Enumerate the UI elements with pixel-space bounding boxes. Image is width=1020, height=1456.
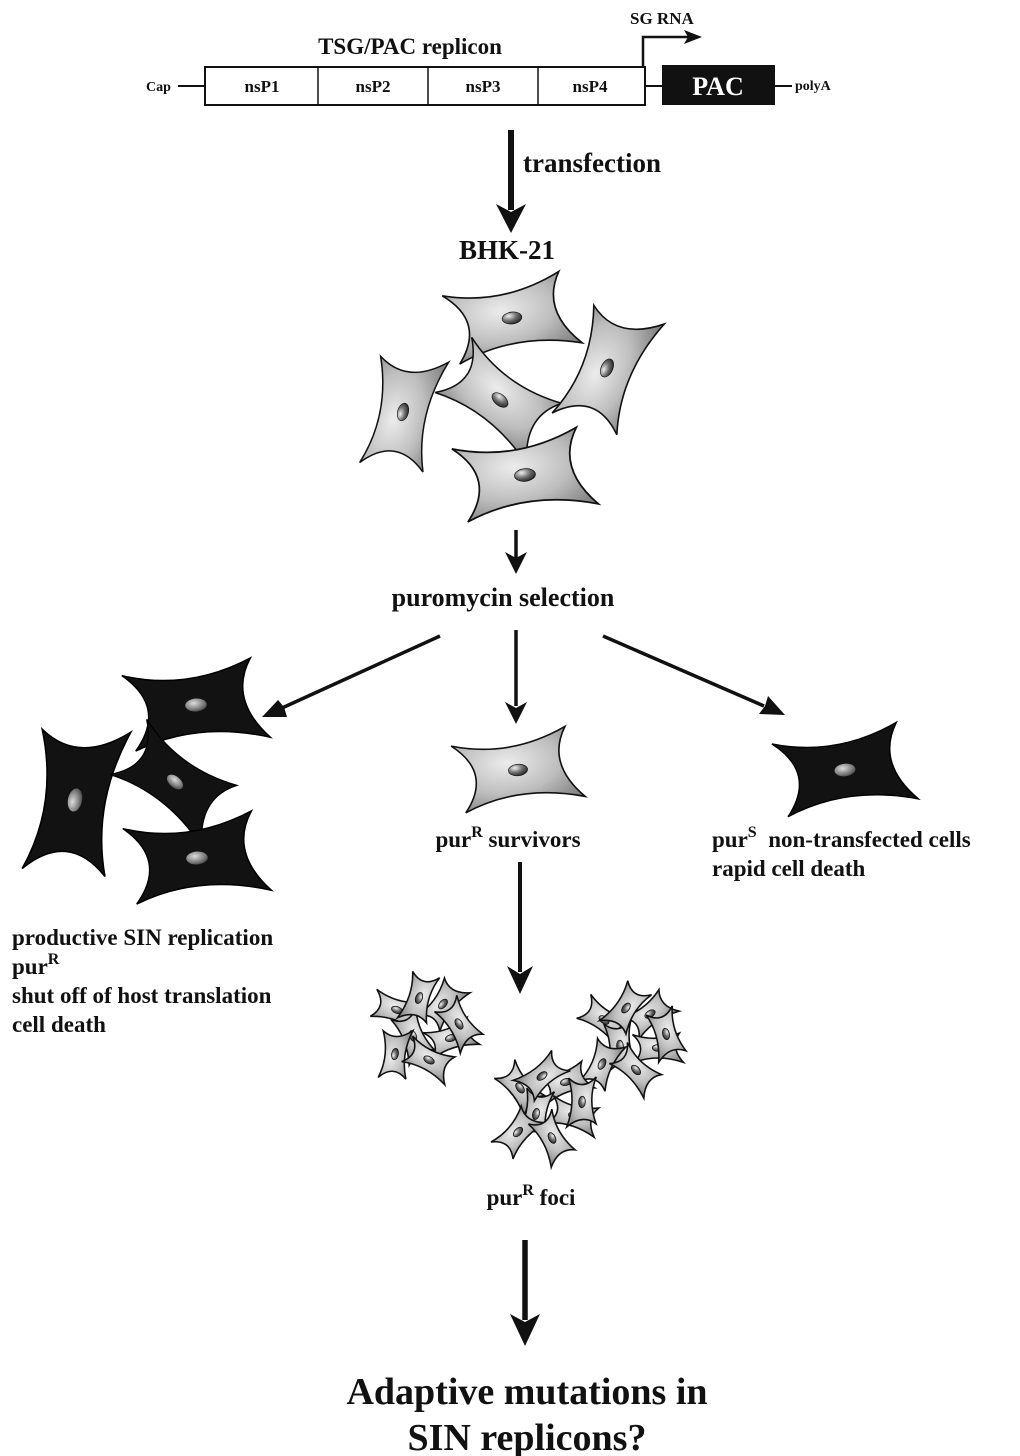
survivor-cell xyxy=(450,725,585,813)
segment-nsp3: nsP3 xyxy=(466,77,501,96)
question-line1: Adaptive mutations in xyxy=(346,1371,707,1413)
left-outcome-text: productive SIN replication purR shut off… xyxy=(12,925,273,1037)
sg-promoter-arrow xyxy=(643,30,702,67)
segment-nsp1: nsP1 xyxy=(245,77,280,96)
construct-title: TSG/PAC replicon xyxy=(318,34,502,59)
question-line2: SIN replicons? xyxy=(408,1417,647,1456)
transfection-label: transfection xyxy=(523,148,661,178)
sg-rna-label: SG RNA xyxy=(630,9,694,28)
bhk21-cell-cluster xyxy=(353,270,668,523)
selection-label: puromycin selection xyxy=(392,583,615,612)
left-outcome-line1: productive SIN replication xyxy=(12,925,273,950)
left-outcome-line3: shut off of host translation xyxy=(12,983,272,1008)
non-transfected-cell xyxy=(771,721,919,818)
arrow-to-foci xyxy=(507,862,533,994)
arrow-to-question xyxy=(510,1240,540,1346)
cell-black xyxy=(13,714,135,886)
focus-cluster xyxy=(489,1049,604,1168)
arrow-right-branch xyxy=(603,636,785,715)
polya-label: polyA xyxy=(795,79,832,94)
arrow-middle-branch xyxy=(505,630,527,724)
productive-replication-cells xyxy=(13,657,272,905)
segment-nsp2: nsP2 xyxy=(356,77,391,96)
foci-label: purR foci xyxy=(487,1182,576,1210)
right-outcome-line1: purS non-transfected cells xyxy=(712,824,971,852)
replicon-construct: TSG/PAC replicon Cap nsP1 nsP2 nsP3 nsP4… xyxy=(146,9,832,105)
left-outcome-line4: cell death xyxy=(12,1012,106,1037)
cap-label: Cap xyxy=(146,80,171,95)
right-outcome-line2: rapid cell death xyxy=(712,856,866,881)
cell-gray xyxy=(441,270,583,365)
cell-gray xyxy=(353,345,452,479)
cell-gray xyxy=(545,294,668,442)
arrow-transfection xyxy=(496,130,526,233)
left-outcome-line2: purR xyxy=(12,951,60,979)
pac-label: PAC xyxy=(692,72,744,101)
arrow-left-branch xyxy=(262,636,440,717)
bhk21-label: BHK-21 xyxy=(459,235,555,265)
cell-black xyxy=(121,657,271,752)
arrow-to-selection xyxy=(505,530,527,574)
right-outcome-text: purS non-transfected cells rapid cell de… xyxy=(712,824,971,881)
foci-clusters xyxy=(367,968,687,1168)
focus-cluster xyxy=(367,968,485,1086)
survivors-label: purR survivors xyxy=(435,824,580,852)
segment-nsp4: nsP4 xyxy=(573,77,608,96)
